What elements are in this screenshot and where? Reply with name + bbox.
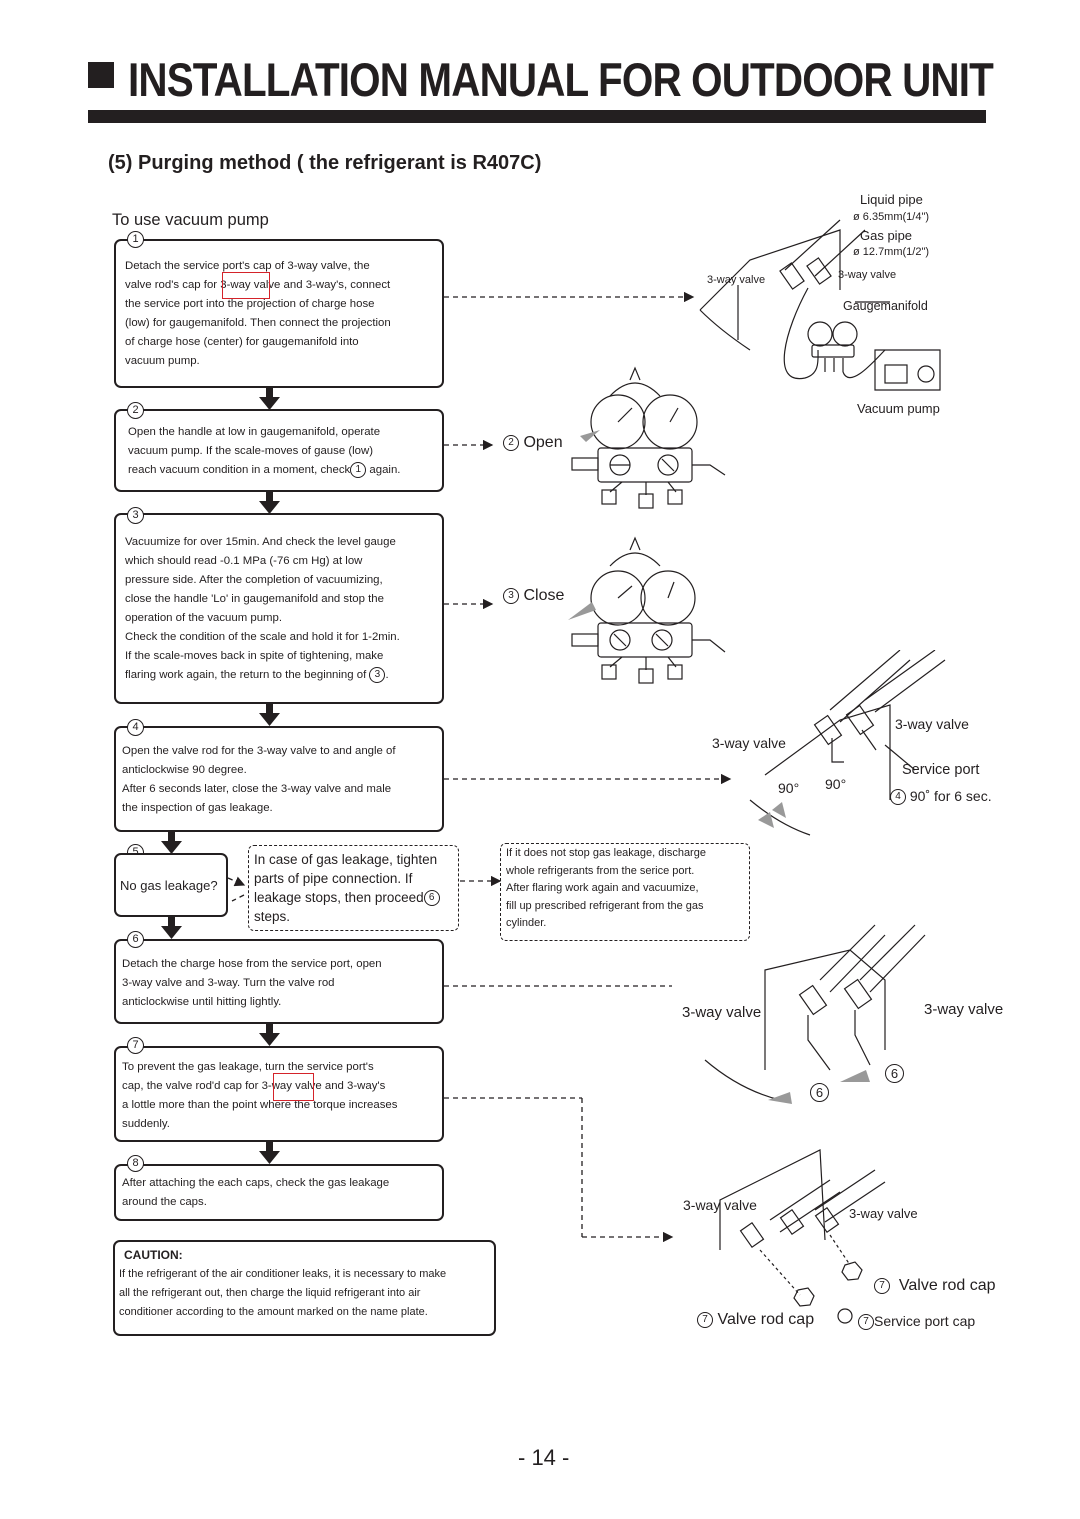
step-ref-2: 2 — [503, 434, 519, 451]
close-label: 3 Close — [503, 587, 564, 605]
service-port-cap-text: Service port cap — [874, 1313, 976, 1329]
step-5-note-box — [500, 843, 750, 941]
caution-heading: CAUTION: — [124, 1248, 183, 1262]
caution-box — [113, 1240, 496, 1336]
step-ref-3: 3 — [369, 666, 386, 683]
valve-caps-diagram — [719, 1149, 886, 1324]
step-2-text-b: again. — [369, 464, 401, 476]
open-text: Open — [523, 434, 563, 451]
step-2-text: Open the handle at low in gaugemanifold,… — [128, 423, 400, 480]
step-ref-3: 3 — [503, 587, 519, 604]
vacuum-pump-label: Vacuum pump — [857, 401, 940, 416]
gaugemanifold-open-diagram — [571, 366, 726, 509]
gas-pipe-size: ø 12.7mm(1/2") — [853, 246, 930, 258]
step-ref-6: 6 — [810, 1083, 829, 1102]
step-2-text-a: Open the handle at low in gaugemanifold,… — [128, 426, 381, 476]
page-title: INSTALLATION MANUAL FOR OUTDOOR UNIT — [128, 53, 994, 106]
valve-rod-cap-text: Valve rod cap — [717, 1311, 815, 1328]
caution-text: If the refrigerant of the air conditione… — [119, 1268, 447, 1318]
three-way-valve-label: 3-way valve — [712, 735, 786, 751]
section-subtitle: To use vacuum pump — [112, 211, 269, 229]
highlight-box — [273, 1073, 314, 1101]
three-way-valve-label: 3-way valve — [895, 716, 969, 732]
step-ref-1: 1 — [350, 461, 367, 478]
valve-rod-cap-label: 7 Valve rod cap — [874, 1277, 996, 1295]
angle-label: 90° — [778, 780, 800, 796]
step-4-text: Open the valve rod for the 3-way valve t… — [122, 745, 396, 814]
step-ref-6: 6 — [423, 890, 440, 907]
valve-fully-open-diagram — [704, 924, 926, 1104]
close-text: Close — [523, 587, 565, 604]
liquid-pipe-size: ø 6.35mm(1/4") — [853, 211, 930, 223]
header-rule — [88, 110, 986, 123]
step-3-text: Vacuumize for over 15min. And check the … — [125, 533, 400, 685]
three-way-valve-label: 3-way valve — [838, 269, 897, 281]
angle-label: 90° — [825, 776, 847, 792]
valve-open-diagram — [749, 650, 946, 836]
timing-label: 4 90˚ for 6 sec. — [890, 788, 992, 806]
step-3-number: 3 — [127, 507, 144, 524]
step-5-branch-a: In case of gas leakage, tighten parts of… — [254, 852, 438, 905]
service-port-label: Service port — [902, 762, 980, 778]
step-3-text-a: Vacuumize for over 15min. And check the … — [125, 536, 400, 681]
connection-diagram — [699, 219, 941, 391]
step-1-number: 1 — [127, 231, 144, 248]
section-title: (5) Purging method ( the refrigerant is … — [108, 152, 542, 174]
step-5-question: No gas leakage? — [120, 878, 218, 893]
three-way-valve-label: 3-way valve — [683, 1197, 757, 1213]
open-label: 2 Open — [503, 434, 563, 452]
step-5-branch-box — [248, 845, 459, 931]
step-1-text: Detach the service port's cap of 3-way v… — [125, 260, 391, 367]
step-3-box — [114, 513, 444, 704]
header-square-icon — [88, 62, 114, 88]
step-6-text: Detach the charge hose from the service … — [122, 958, 382, 1008]
gaugemanifold-close-diagram — [568, 536, 726, 684]
step-7-text: To prevent the gas leakage, turn the ser… — [122, 1061, 398, 1130]
highlight-box — [222, 272, 270, 299]
step-5-branch-b: steps. — [254, 909, 291, 924]
gas-pipe-label: Gas pipe — [860, 228, 913, 243]
step-5-branch-text: In case of gas leakage, tighten parts of… — [254, 850, 440, 926]
step-4-box — [114, 726, 444, 832]
step-7-box — [114, 1046, 444, 1142]
step-6-box — [114, 939, 444, 1024]
step-8-number: 8 — [127, 1155, 144, 1172]
step-ref-4: 4 — [890, 789, 906, 806]
three-way-valve-label: 3-way valve — [924, 1001, 1004, 1018]
step-5-note-text: If it does not stop gas leakage, dischar… — [506, 847, 706, 929]
step-3-text-b: . — [385, 669, 389, 681]
step-2-box — [114, 409, 444, 492]
step-ref-7: 7 — [697, 1311, 713, 1328]
step-1-box — [114, 239, 444, 388]
gaugemanifold-label: Gaugemanifold — [843, 299, 928, 313]
step-ref-7: 7 — [874, 1277, 890, 1294]
step-ref-7: 7 — [858, 1314, 874, 1331]
valve-rod-cap-label: 7 Valve rod cap — [697, 1311, 814, 1329]
three-way-valve-label: 3-way valve — [682, 1004, 762, 1021]
step-4-number: 4 — [127, 719, 144, 736]
page-number: - 14 - — [518, 1445, 570, 1470]
step-5-box — [114, 853, 228, 917]
step-8-box — [114, 1164, 444, 1221]
step-8-text: After attaching the each caps, check the… — [122, 1177, 390, 1208]
step-2-number: 2 — [127, 402, 144, 419]
timing-text: 90˚ for 6 sec. — [909, 788, 992, 804]
three-way-valve-label: 3-way valve — [707, 274, 766, 286]
three-way-valve-label: 3-way valve — [849, 1206, 918, 1221]
step-6-number: 6 — [127, 931, 144, 948]
valve-rod-cap-text: Valve rod cap — [898, 1277, 996, 1294]
step-7-number: 7 — [127, 1037, 144, 1054]
step-ref-6: 6 — [885, 1064, 904, 1083]
liquid-pipe-label: Liquid pipe — [860, 192, 923, 207]
